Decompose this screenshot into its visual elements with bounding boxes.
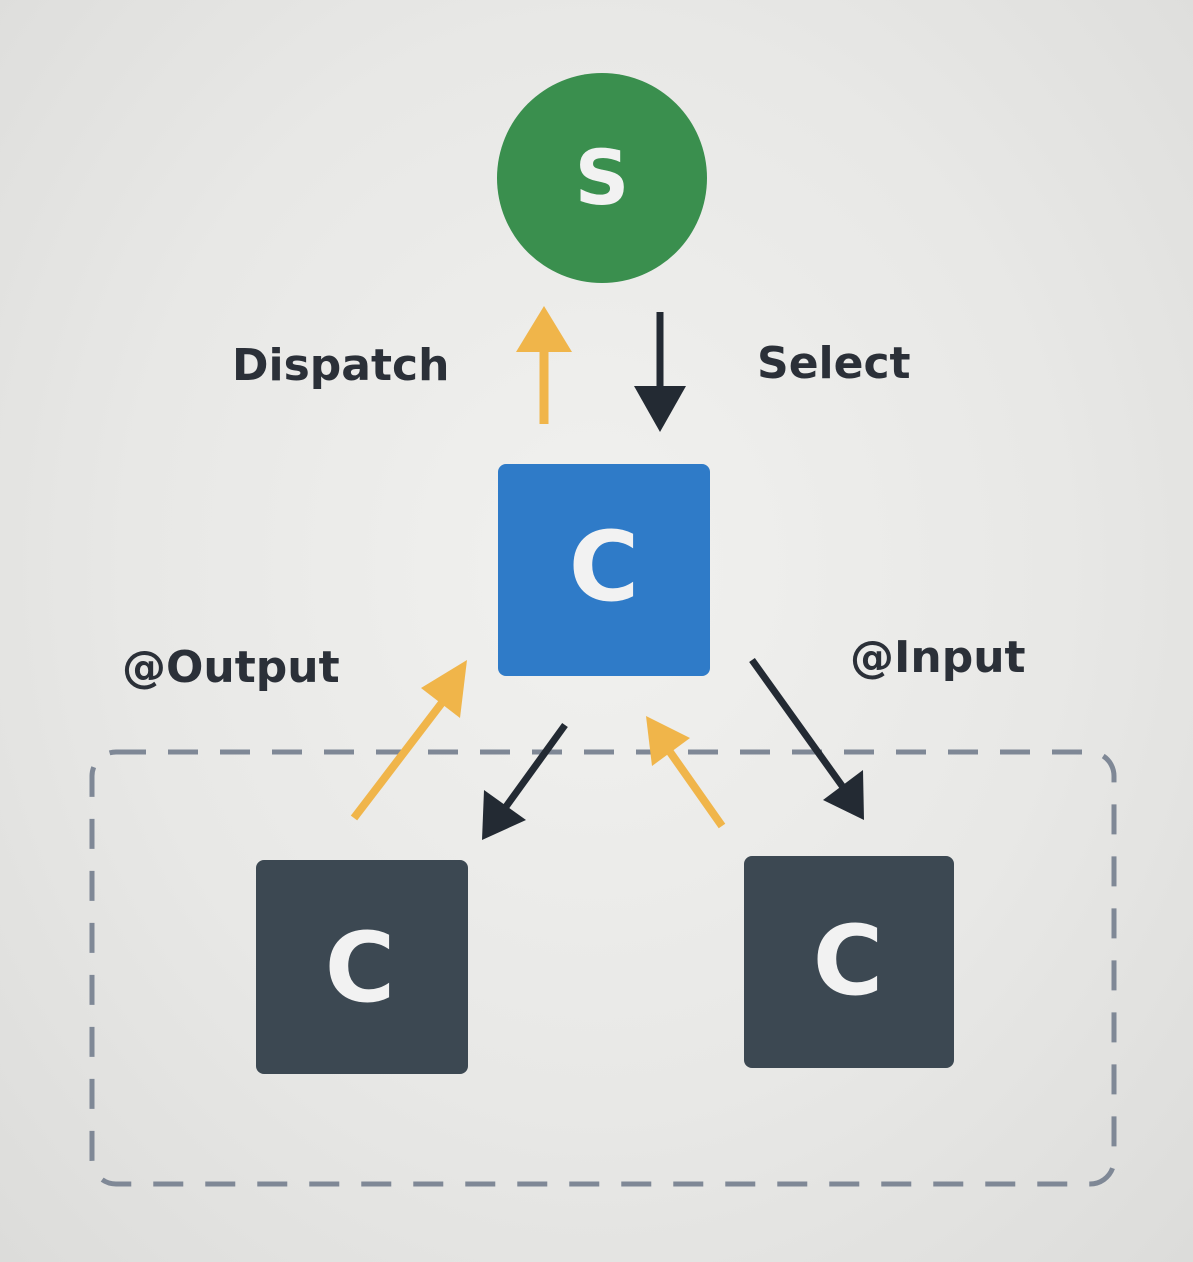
store-node xyxy=(497,73,707,283)
left-child-component xyxy=(256,860,468,1074)
input-label: @Input xyxy=(850,632,1026,683)
right-child-component xyxy=(744,856,954,1068)
store-node-letter: S xyxy=(575,133,630,222)
dispatch-label: Dispatch xyxy=(232,340,449,391)
select-arrowhead xyxy=(634,386,686,432)
parent-to-left-child-arrowhead xyxy=(482,790,526,840)
input-arrow xyxy=(749,657,848,793)
output-arrowhead xyxy=(421,660,467,718)
child-group-dashed-border xyxy=(89,749,1117,1187)
dispatch-arrowhead xyxy=(516,306,572,352)
select-label: Select xyxy=(757,338,911,389)
output-arrow xyxy=(350,697,448,821)
input-arrowhead xyxy=(823,770,864,820)
right-child-output-arrowhead xyxy=(646,716,690,766)
right-child-output-arrow xyxy=(666,749,726,829)
parent-to-left-child-arrow xyxy=(502,722,568,811)
right-child-component-letter: C xyxy=(813,905,883,1017)
parent-component-letter: C xyxy=(569,511,639,623)
left-child-component-letter: C xyxy=(325,912,395,1024)
parent-component xyxy=(498,464,710,676)
output-label: @Output xyxy=(122,642,340,693)
